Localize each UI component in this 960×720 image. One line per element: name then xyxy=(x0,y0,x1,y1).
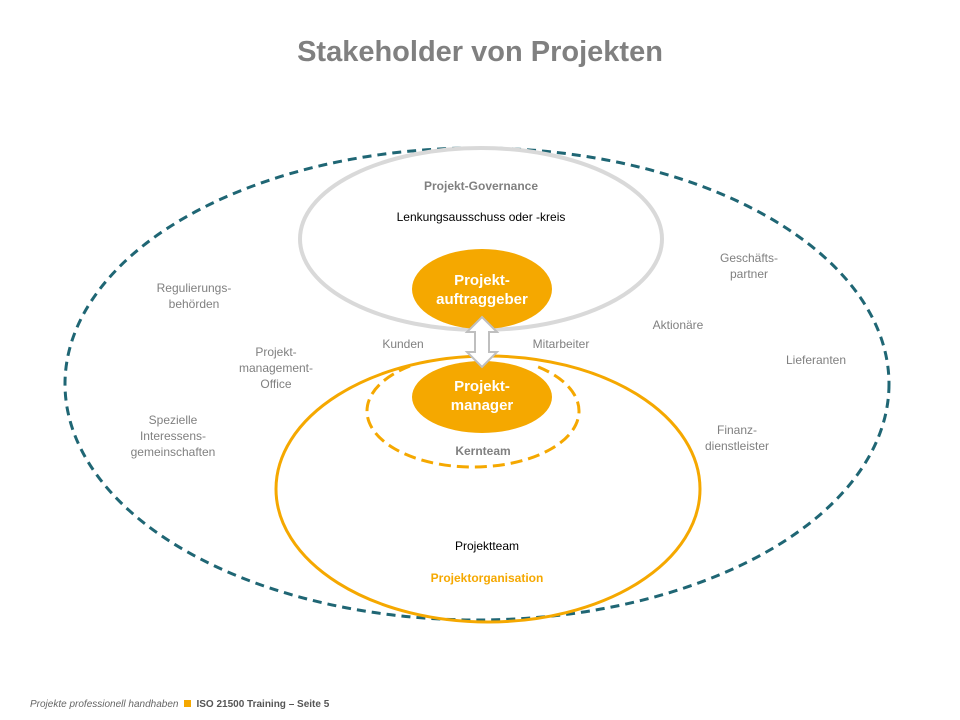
finanz-line1: Finanz- xyxy=(716,423,757,437)
regulierung-line1: Regulierungs- xyxy=(156,281,232,295)
footer-right: ISO 21500 Training – Seite 5 xyxy=(196,699,330,710)
footer-left: Projekte professionell handhaben xyxy=(30,699,179,710)
finanz-line2: dienstleister xyxy=(704,439,770,453)
geschaeft-line1: Geschäfts- xyxy=(719,251,779,265)
aktionaere-label: Aktionäre xyxy=(652,318,704,332)
projektteam-label: Projektteam xyxy=(454,539,520,553)
lenkungsausschuss-label: Lenkungsausschuss oder -kreis xyxy=(396,210,566,224)
page-title: Stakeholder von Projekten xyxy=(297,36,663,68)
outer-stakeholder-ellipse xyxy=(63,146,891,622)
manager-ellipse xyxy=(412,361,552,433)
spezielle-line3: gemeinschaften xyxy=(130,445,216,459)
footer: Projekte professionell handhaben ISO 2150… xyxy=(30,699,329,710)
geschaeftspartner-label: Geschäfts-partner xyxy=(720,250,778,282)
regulierungsbehoerden-label: Regulierungs-behörden xyxy=(157,280,232,312)
auftraggeber-ellipse xyxy=(412,249,552,329)
lieferanten-label: Lieferanten xyxy=(785,353,847,367)
pmo-line2: management- xyxy=(238,361,314,375)
footer-square-icon xyxy=(184,700,192,707)
double-arrow-icon xyxy=(464,315,500,369)
kernteam-dashed-ellipse xyxy=(365,364,581,469)
regulierung-line2: behörden xyxy=(168,297,220,311)
auftraggeber-label: Projekt-auftraggeber xyxy=(436,271,528,309)
finanzdienstleister-label: Finanz-dienstleister xyxy=(705,422,769,454)
manager-line2: manager xyxy=(450,397,514,414)
mitarbeiter-label: Mitarbeiter xyxy=(532,337,590,351)
auftraggeber-line1: Projekt- xyxy=(454,272,510,289)
projektorganisation-label: Projektorganisation xyxy=(430,571,544,585)
manager-label: Projekt-manager xyxy=(451,377,514,415)
pmo-line3: Office xyxy=(260,377,292,391)
kunden-label: Kunden xyxy=(382,337,424,351)
auftraggeber-line2: auftraggeber xyxy=(436,291,528,308)
kernteam-label: Kernteam xyxy=(455,444,511,458)
pmo-line1: Projekt- xyxy=(255,345,297,359)
spezielle-line1: Spezielle xyxy=(148,413,198,427)
pmo-label: Projekt-management- Office xyxy=(239,344,313,392)
spezielle-line2: Interessens- xyxy=(139,429,207,443)
geschaeft-line2: partner xyxy=(729,267,769,281)
manager-line1: Projekt- xyxy=(454,378,510,395)
governance-label: Projekt-Governance xyxy=(423,179,539,193)
